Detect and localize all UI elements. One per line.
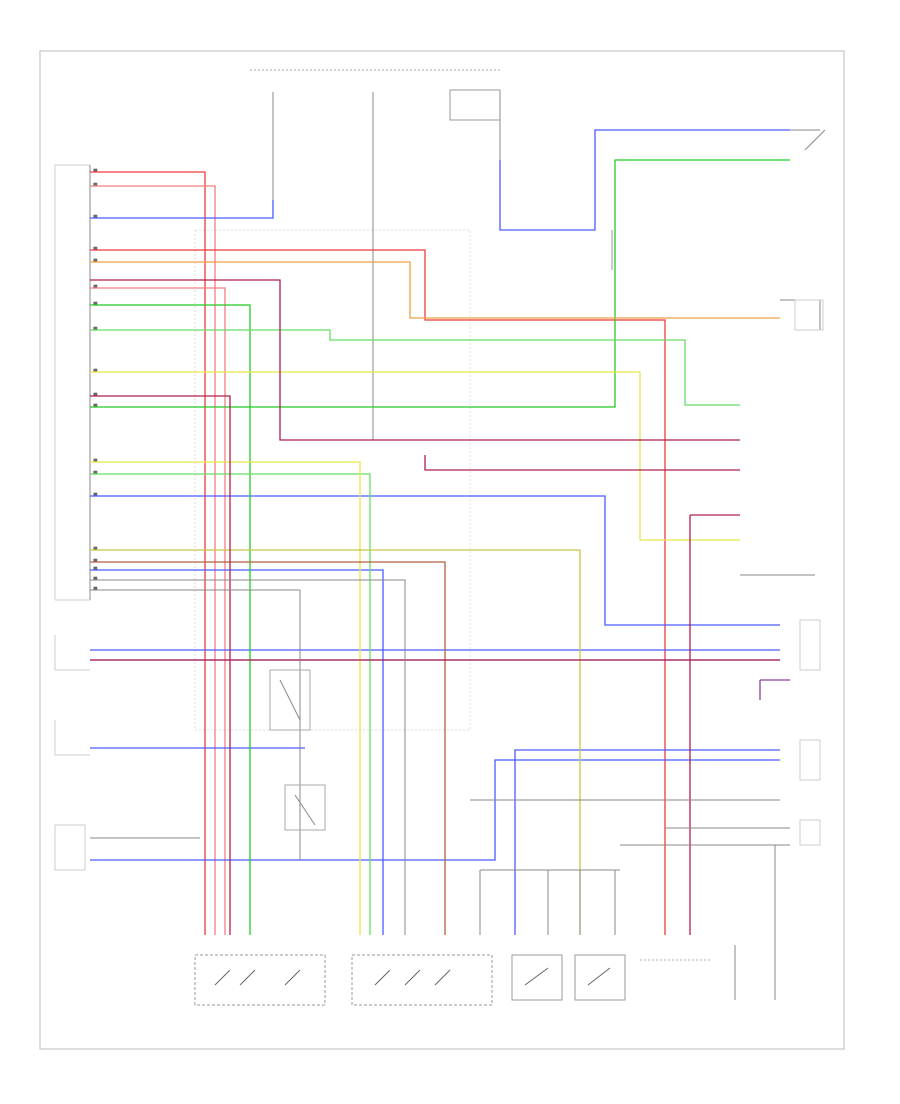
right-connector-1: [794, 299, 824, 331]
svg-text:■: ■: [93, 576, 98, 582]
ecm-pin-ticks: ■ ■ ■ ■ ■ ■ ■ ■ ■ ■ ■ ■ ■ ■ ■ ■ ■ ■ ■: [93, 168, 98, 592]
svg-text:■: ■: [93, 284, 98, 290]
right-connector-2: [799, 619, 821, 671]
dashed-region: [194, 229, 471, 731]
svg-text:■: ■: [93, 558, 98, 564]
svg-text:■: ■: [93, 368, 98, 374]
svg-text:■: ■: [93, 492, 98, 498]
left-connector-a: [54, 635, 90, 671]
svg-text:■: ■: [93, 403, 98, 409]
diagram-border: [39, 50, 845, 1050]
svg-text:■: ■: [93, 566, 98, 572]
left-connector-b: [54, 720, 90, 756]
svg-text:■: ■: [93, 258, 98, 264]
svg-text:■: ■: [93, 182, 98, 188]
svg-text:■: ■: [93, 301, 98, 307]
left-connector-c: [54, 824, 86, 871]
switch-box-4: [574, 954, 626, 1001]
svg-text:■: ■: [93, 586, 98, 592]
svg-text:■: ■: [93, 546, 98, 552]
svg-text:■: ■: [93, 458, 98, 464]
relay-mid-2: [284, 784, 326, 831]
switch-assembly-2: [351, 954, 493, 1006]
svg-text:■: ■: [93, 214, 98, 220]
right-connector-4: [799, 819, 821, 846]
svg-text:■: ■: [93, 470, 98, 476]
svg-text:■: ■: [93, 326, 98, 332]
right-connector-3: [799, 739, 821, 781]
ecm-connector-block: ■ ■ ■ ■ ■ ■ ■ ■ ■ ■ ■ ■ ■ ■ ■ ■ ■ ■ ■: [54, 164, 98, 601]
svg-text:■: ■: [93, 246, 98, 252]
right-switch-top: [790, 129, 826, 151]
top-fuse-area: [250, 69, 613, 440]
switch-box-3: [511, 954, 563, 1001]
switch-assembly-1: [194, 954, 326, 1006]
relay-mid-1: [269, 669, 311, 731]
svg-text:■: ■: [93, 392, 98, 398]
svg-text:■: ■: [93, 168, 98, 174]
